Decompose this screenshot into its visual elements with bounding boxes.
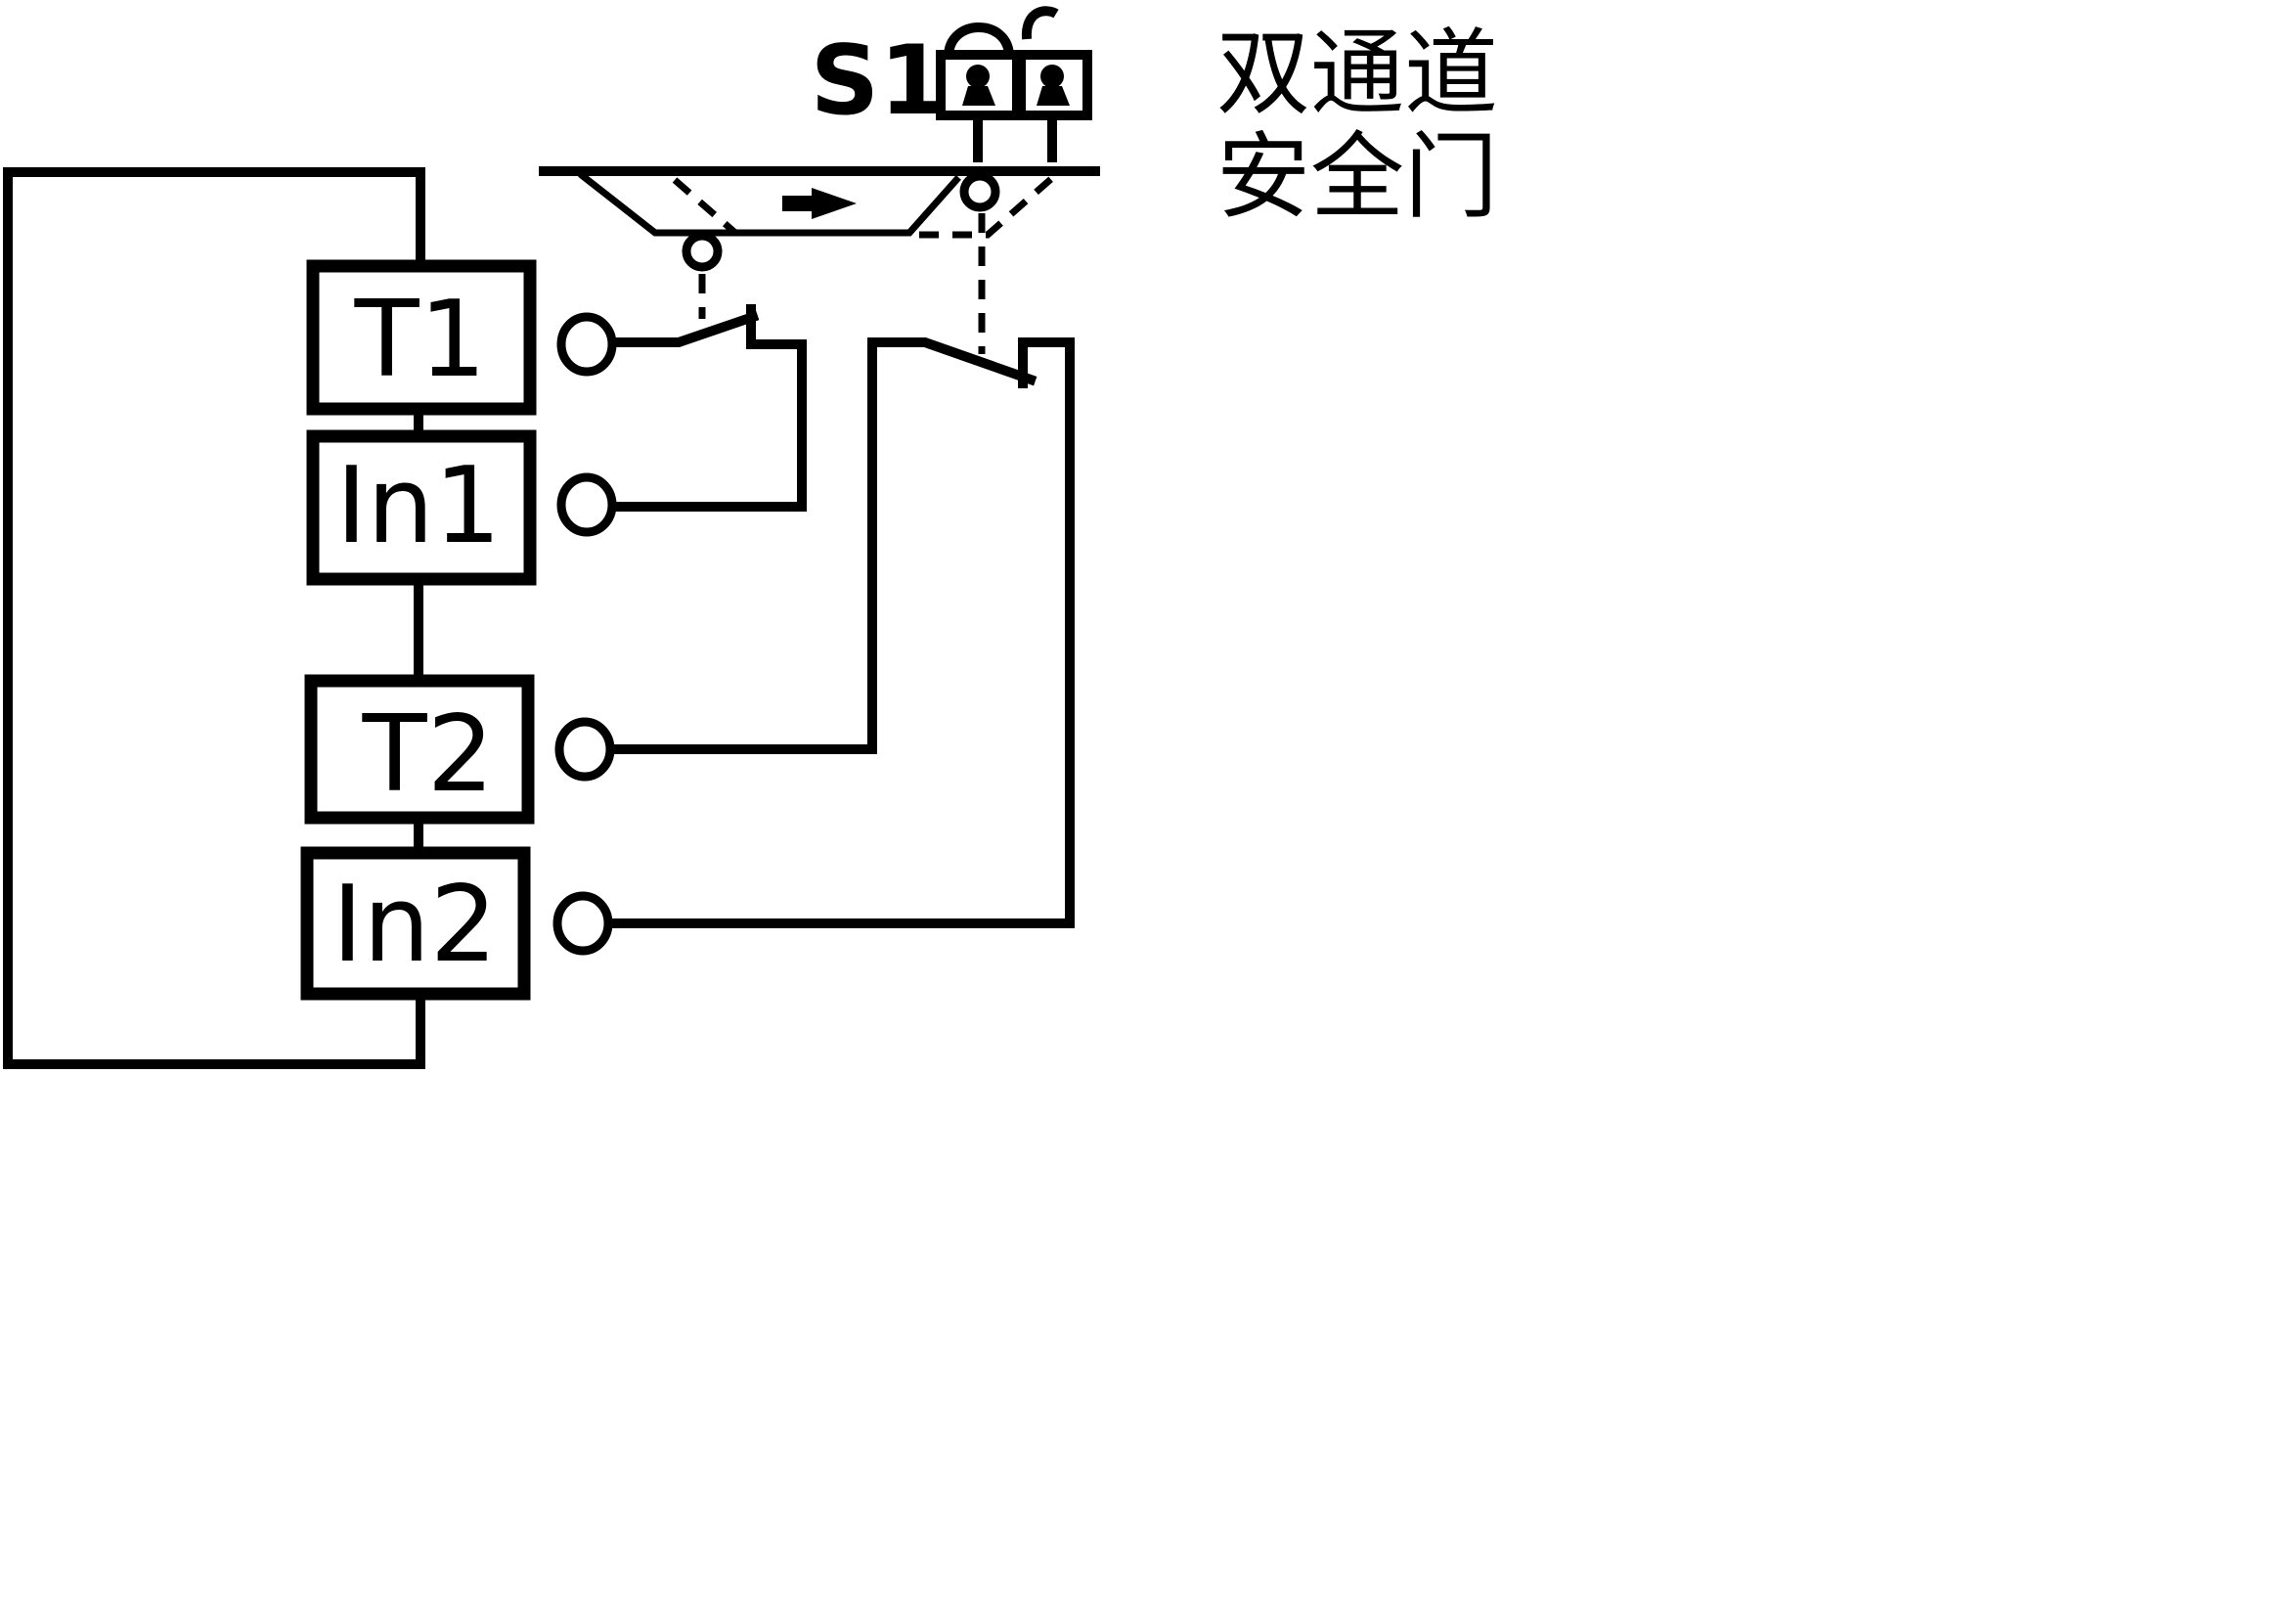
door-actuator-left	[682, 231, 723, 319]
title-line-2: 安全门	[1216, 122, 1498, 232]
block-t2: T2	[304, 674, 535, 825]
block-t1-label: T1	[354, 279, 487, 401]
block-in2: In2	[300, 846, 531, 1001]
door-actuator-right	[959, 171, 1000, 354]
switch-s1-label: S1	[811, 25, 947, 137]
block-t1: T1	[306, 259, 537, 416]
block-t2-label: T2	[362, 694, 495, 816]
sliding-door-body	[578, 171, 961, 237]
padlock-open-icon	[1016, 6, 1092, 162]
direction-arrow-icon	[782, 188, 857, 219]
block-in1-label: In1	[335, 445, 501, 567]
block-in1: In1	[306, 429, 537, 586]
title-line-1: 双通道	[1216, 19, 1498, 128]
channel-1-contact-wire	[609, 310, 760, 347]
padlock-closed-icon	[936, 22, 1022, 162]
channel-2-contact-hook	[607, 337, 1075, 928]
terminal-t2	[554, 717, 615, 782]
diagram-title: 双通道 安全门	[1216, 22, 1510, 229]
outer-loop-wire	[3, 167, 425, 1069]
door-open-position-right	[919, 175, 1055, 239]
channel-1-contact-hook	[609, 304, 807, 512]
terminal-t1	[556, 312, 617, 377]
channel-2-contact-wire	[607, 337, 1038, 754]
door-open-position	[672, 177, 738, 236]
terminal-in2	[552, 891, 613, 956]
block-in2-label: In2	[331, 864, 497, 986]
safety-door-circuit-diagram: T1 In1 T2 In2 S1	[3, 6, 1100, 1069]
terminal-in1	[556, 472, 617, 537]
